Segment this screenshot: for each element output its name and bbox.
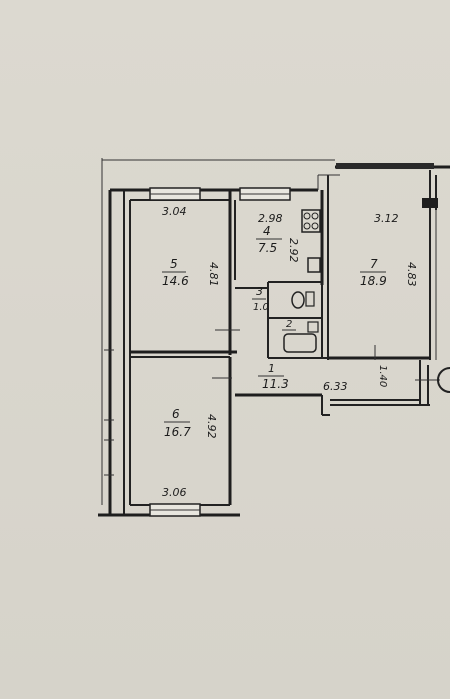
room3-number: 3 <box>256 285 263 298</box>
room4-length-label: 2.92 <box>287 238 300 263</box>
room7-width-label: 3.12 <box>374 212 399 225</box>
balcony-edge <box>336 163 434 169</box>
room6-area: 16.7 <box>164 425 191 439</box>
room7-area: 18.9 <box>360 274 387 288</box>
kitchen-sink <box>307 257 321 273</box>
room7-number: 7 <box>370 257 378 271</box>
room1-area: 11.3 <box>262 377 289 391</box>
stove-burner <box>311 222 319 230</box>
room5-area: 14.6 <box>162 274 189 288</box>
room6-number: 6 <box>172 407 180 421</box>
toilet <box>291 291 305 309</box>
stove-burner <box>303 222 311 230</box>
room2-number: 2 <box>286 319 292 330</box>
stove-burner <box>311 212 319 220</box>
corridor-width-label: 1.40 <box>377 365 388 387</box>
room1-number: 1 <box>268 362 275 375</box>
entrance-door-swing <box>437 367 450 393</box>
corridor-length-label: 6.33 <box>323 380 348 393</box>
room6-width-label: 3.06 <box>162 486 187 499</box>
stove-burner <box>303 212 311 220</box>
room5-number: 5 <box>170 257 178 271</box>
stove <box>301 209 321 233</box>
bathtub <box>283 333 317 353</box>
room7-length-label: 4.83 <box>405 262 418 287</box>
room4-number: 4 <box>263 224 271 238</box>
room4-area: 7.5 <box>258 241 277 255</box>
room6-length-label: 4.92 <box>205 414 218 439</box>
washbasin <box>307 321 319 333</box>
room5-length-label: 4.81 <box>207 262 220 287</box>
toilet-tank <box>305 291 315 307</box>
window-room7 <box>422 198 438 208</box>
room3-area: 1.0 <box>253 302 269 313</box>
room4-width-label: 2.98 <box>258 212 283 225</box>
room5-width-label: 3.04 <box>162 205 187 218</box>
